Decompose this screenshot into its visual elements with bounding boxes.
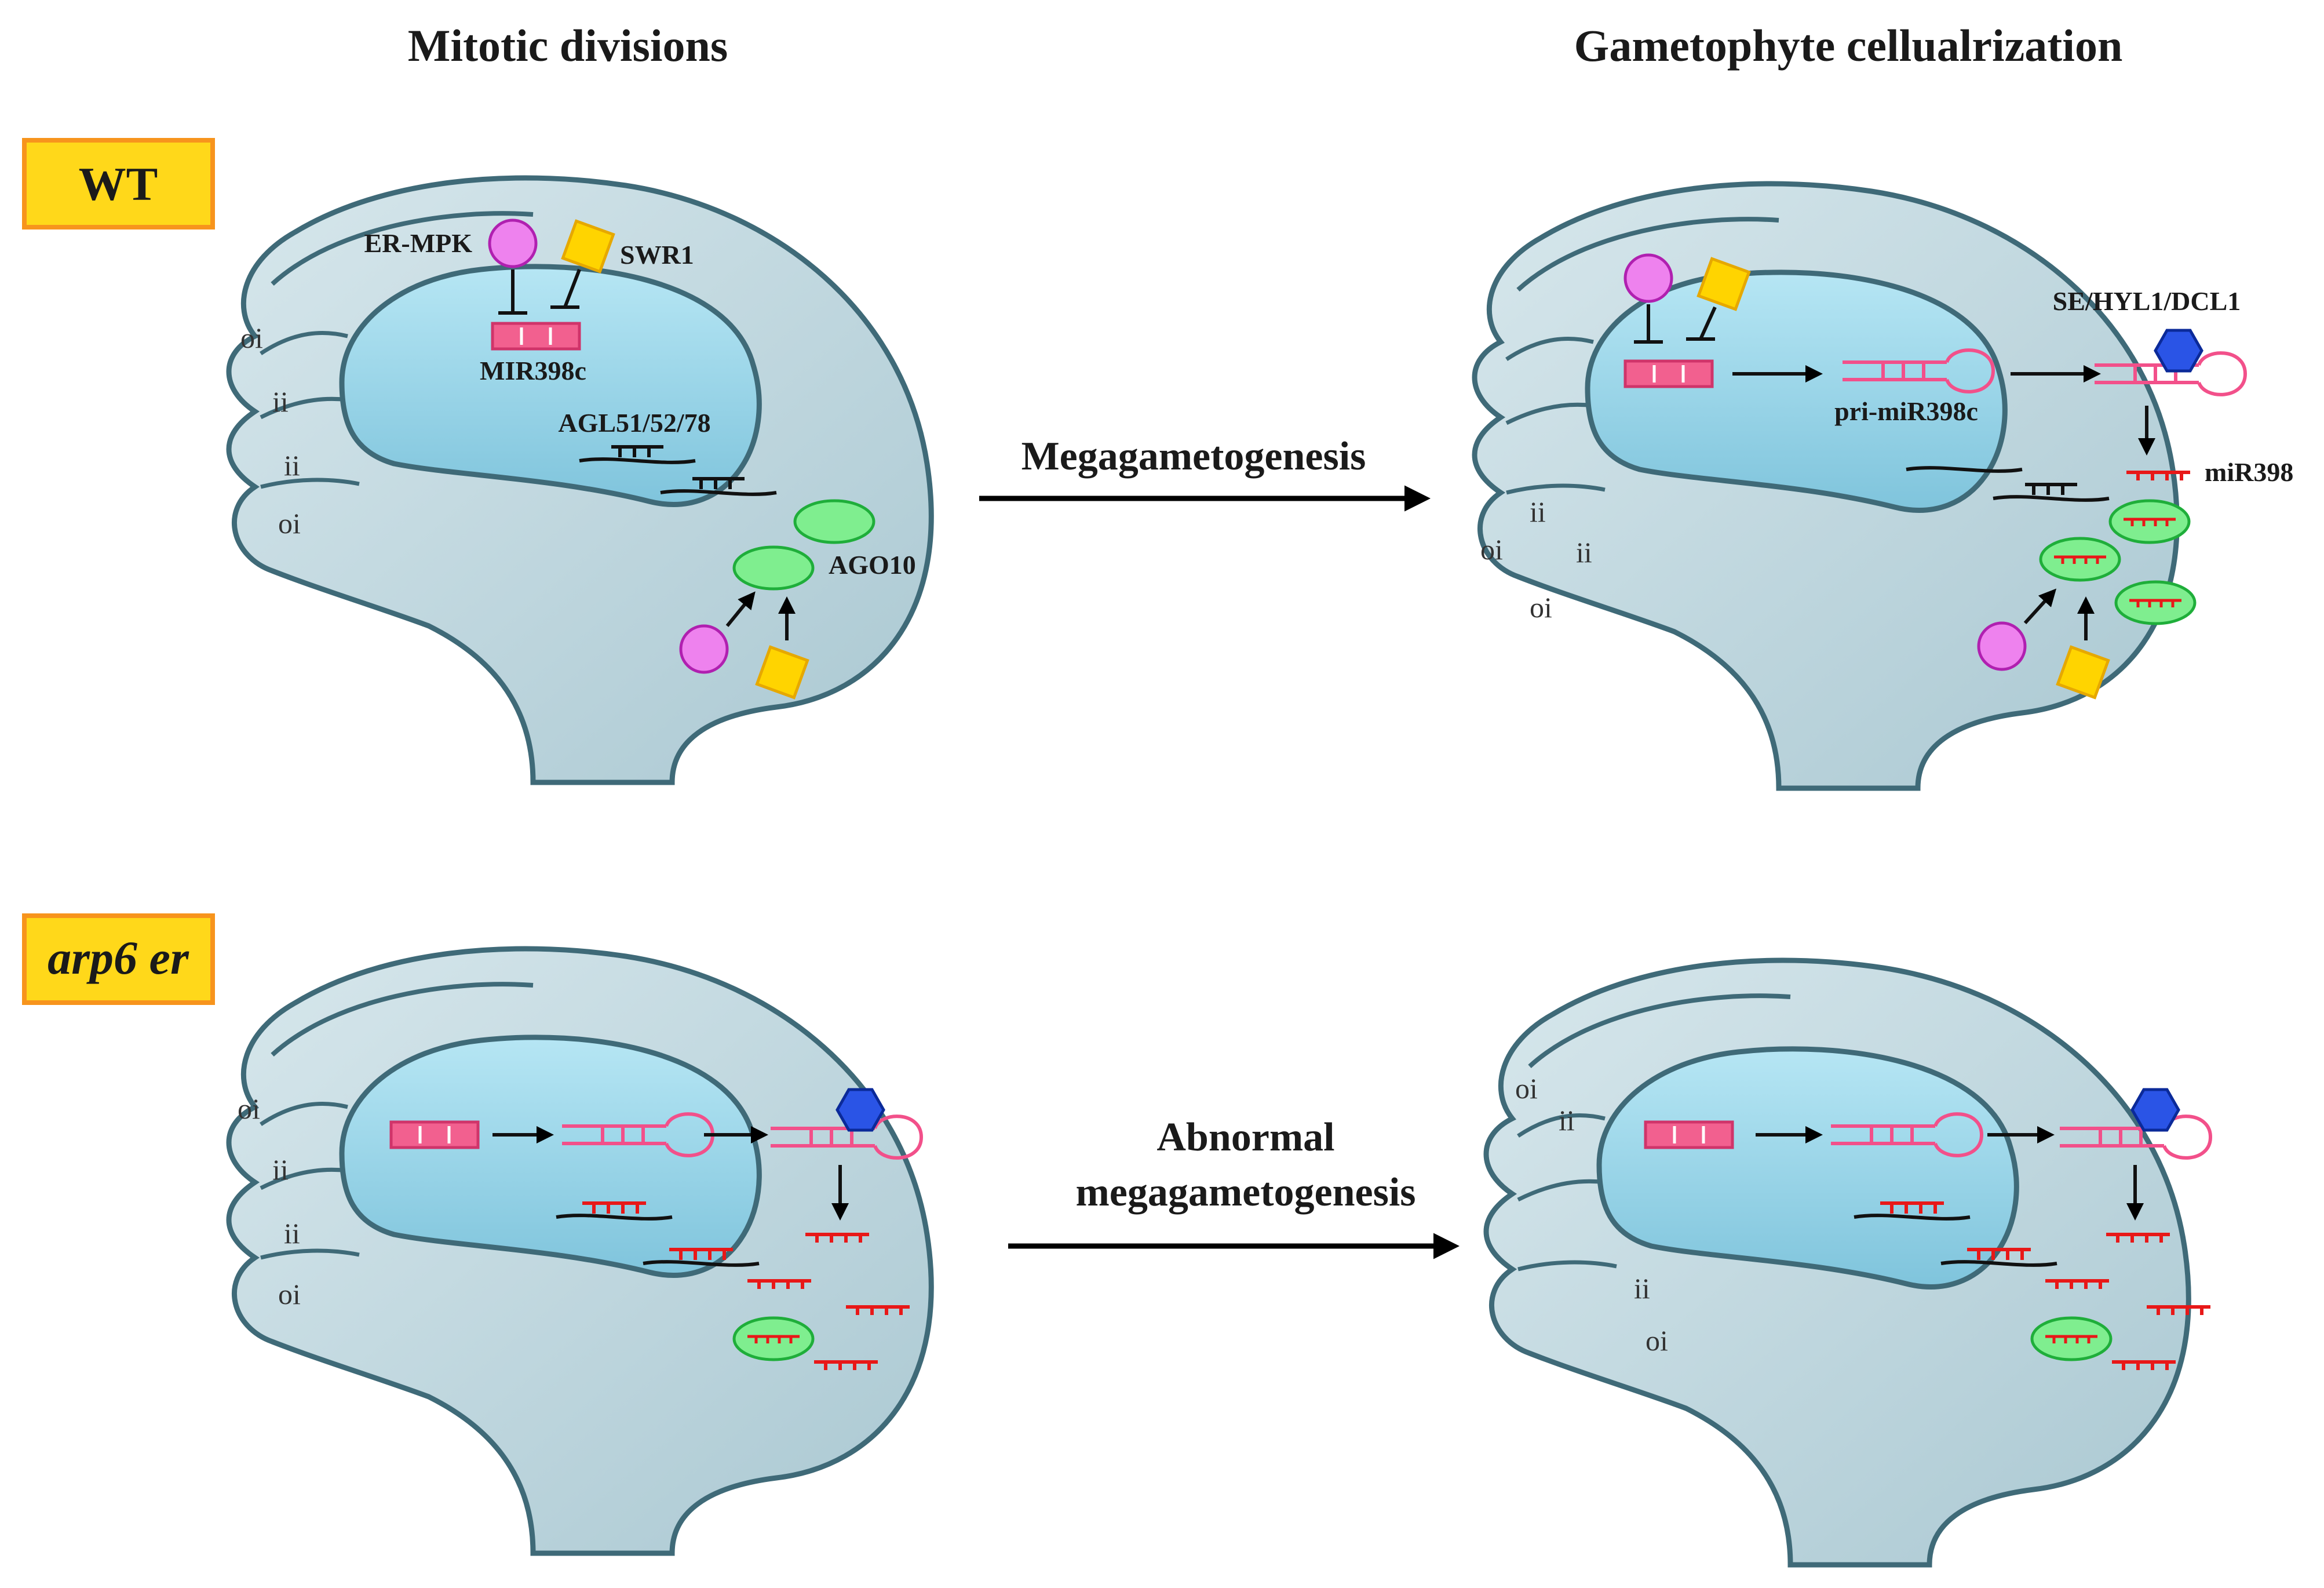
ovule-arp6-cellularization [1486, 960, 2188, 1565]
label-ii: ii [1634, 1272, 1650, 1305]
se-hyl1-dcl1-label: SE/HYL1/DCL1 [2053, 286, 2241, 316]
label-ii: ii [1530, 496, 1546, 528]
ago10-icon [795, 501, 874, 542]
ago10-mir398-icon [2032, 1318, 2111, 1360]
activation-arrow [725, 591, 756, 627]
mir398c-gene-icon [391, 1122, 478, 1148]
label-oi: oi [1530, 591, 1552, 624]
mir398c-gene-icon [1646, 1122, 1732, 1148]
er-mpk-icon [681, 626, 727, 672]
mir398-label: miR398 [2205, 457, 2293, 487]
header-gametophyte-cellularization: Gametophyte cellualrization [1574, 20, 2123, 71]
inhibition-line [1634, 304, 1663, 344]
label-ii: ii [272, 385, 289, 418]
arp6-er-tag-label: arp6 er [48, 931, 189, 984]
label-ii: ii [284, 1217, 300, 1250]
ovule-shape [229, 178, 931, 782]
label-ii: ii [1576, 536, 1592, 569]
activation-arrow [2023, 588, 2057, 625]
swr1-label: SWR1 [620, 240, 694, 269]
header-mitotic-divisions: Mitotic divisions [408, 20, 728, 71]
megagametogenesis-label: Megagametogenesis [1021, 434, 1366, 479]
label-oi: oi [238, 1092, 260, 1125]
label-oi: oi [278, 507, 301, 540]
label-oi: oi [1480, 533, 1503, 566]
ago10-mir398-icon [734, 1318, 813, 1360]
se-hyl1-dcl1-complex-icon [2155, 330, 2202, 371]
ago10-icon [734, 547, 813, 589]
wt-tag-label: WT [79, 158, 158, 210]
wt-tag: WT [22, 138, 215, 230]
er-mpk-icon [1625, 255, 1672, 301]
ovule-wt-mitotic [229, 178, 931, 782]
ago10-mir398-icon [2041, 538, 2119, 580]
mir398c-gene-icon [1625, 361, 1712, 387]
er-mpk-icon [490, 220, 536, 267]
abnormal-label-line2: megagametogenesis [1075, 1170, 1415, 1215]
label-ii: ii [284, 449, 300, 482]
inhibition-line [1686, 306, 1717, 341]
mir398c-gene-icon [492, 323, 579, 349]
ago10-mir398-icon [2110, 501, 2189, 542]
inhibition-line [550, 268, 581, 309]
label-oi: oi [1515, 1072, 1538, 1105]
er-mpk-icon [1979, 623, 2025, 669]
ago10-mir398-icon [2116, 582, 2195, 624]
ago10-label: AGO10 [829, 550, 916, 580]
agl-label: AGL51/52/78 [558, 408, 710, 438]
mir398c-label: MIR398c [480, 356, 586, 385]
arp6-er-tag: arp6 er [22, 913, 215, 1005]
label-oi: oi [278, 1278, 301, 1310]
label-oi: oi [240, 322, 263, 354]
label-ii: ii [1559, 1104, 1575, 1137]
pri-mir398c-label: pri-miR398c [1834, 396, 1978, 426]
er-mpk-label: ER-MPK [364, 228, 472, 258]
se-hyl1-dcl1-complex-icon [2132, 1090, 2179, 1130]
label-oi: oi [1646, 1324, 1668, 1357]
se-hyl1-dcl1-complex-icon [837, 1090, 884, 1130]
label-ii: ii [272, 1153, 289, 1186]
abnormal-label-line1: Abnormal [1156, 1115, 1334, 1160]
inhibition-line [498, 269, 527, 315]
ovule-arp6-mitotic [229, 949, 931, 1553]
